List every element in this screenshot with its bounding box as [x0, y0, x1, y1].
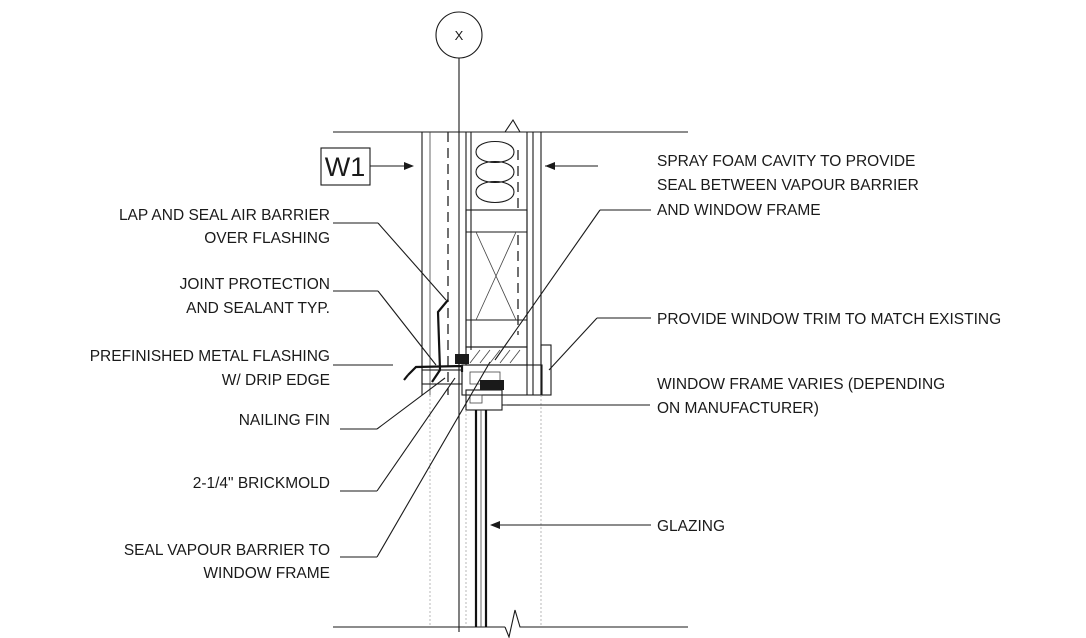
air-barrier-lap	[431, 299, 449, 383]
grid-bubble-label: X	[455, 28, 464, 43]
glazing-unit	[474, 410, 488, 627]
section-tag: W1	[320, 147, 598, 186]
label-frame-line2: ON MANUFACTURER)	[657, 400, 819, 417]
label-flashing-line1: PREFINISHED METAL FLASHING	[90, 348, 330, 365]
label-lap-seal-line1: LAP AND SEAL AIR BARRIER	[119, 207, 330, 224]
label-frame-line1: WINDOW FRAME VARIES (DEPENDING	[657, 376, 945, 393]
label-nailing-fin: NAILING FIN	[239, 412, 330, 429]
label-flashing-line2: W/ DRIP EDGE	[222, 372, 330, 389]
insulation	[475, 118, 521, 203]
right-leaders	[490, 209, 651, 529]
window-frame	[461, 364, 543, 411]
break-symbol	[504, 609, 688, 638]
wood-header	[465, 209, 528, 366]
label-trim: PROVIDE WINDOW TRIM TO MATCH EXISTING	[657, 311, 1001, 328]
label-seal-vb-line1: SEAL VAPOUR BARRIER TO	[124, 542, 330, 559]
left-leaders	[333, 222, 491, 558]
section-tag-label: W1	[325, 152, 366, 182]
label-spray-line1: SPRAY FOAM CAVITY TO PROVIDE	[657, 153, 915, 170]
grid-bubble: X	[435, 11, 483, 632]
label-spray-line2: SEAL BETWEEN VAPOUR BARRIER	[657, 177, 919, 194]
label-joint-line1: JOINT PROTECTION	[180, 276, 330, 293]
label-seal-vb-line2: WINDOW FRAME	[203, 565, 330, 582]
label-lap-seal-line2: OVER FLASHING	[204, 230, 330, 247]
label-joint-line2: AND SEALANT TYP.	[186, 300, 330, 317]
label-brickmold: 2-1/4" BRICKMOLD	[193, 475, 330, 492]
brickmold	[421, 369, 463, 385]
label-spray-line3: AND WINDOW FRAME	[657, 202, 821, 219]
sealant-bead	[455, 354, 469, 364]
window-trim	[540, 344, 552, 396]
label-glazing: GLAZING	[657, 518, 725, 535]
